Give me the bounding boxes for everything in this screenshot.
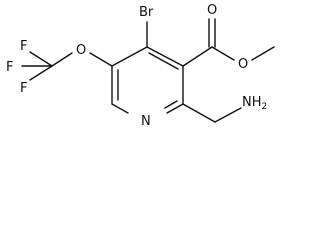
atom-label-amine: NH2 (242, 95, 267, 112)
atom-label-br: Br (139, 5, 154, 20)
bond-c5-o (89, 52, 113, 67)
bond-ring-n-c6 (111, 103, 129, 114)
bond-ring-c2-n (166, 103, 184, 114)
pyridine-ring (111, 46, 184, 114)
bond-ring-c4-c3-double (148, 52, 179, 70)
atom-label-n-ring: N (141, 114, 151, 129)
atom-label-f-left: F (6, 60, 13, 75)
atom-label-f-top: F (20, 39, 27, 54)
bond-c3-carbonyl (182, 46, 213, 67)
molecule-structure: N Br O O O F F F NH2 (6, 3, 275, 129)
atom-label-carbonyl-o: O (207, 3, 217, 18)
atom-label-f-bottom: F (20, 81, 27, 96)
bond-o-methyl (251, 46, 275, 61)
bond-ring-c5-c4 (111, 46, 148, 67)
bond-ring-c2-n-double (164, 100, 178, 109)
methyl-ester-group (182, 18, 275, 67)
aminomethyl-group (182, 103, 242, 123)
bond-c2-ch2 (182, 103, 216, 123)
bond-ch2-n (214, 107, 242, 123)
trifluoromethoxy-group (21, 51, 113, 81)
bond-c-f-top (29, 51, 53, 67)
amine-nh: NH (242, 95, 262, 110)
bond-ring-c4-c3 (146, 46, 184, 67)
bond-o-cf3 (51, 52, 73, 67)
atom-label-ester-o: O (238, 57, 248, 72)
amine-h-subscript: 2 (262, 102, 268, 112)
bond-c-f-bottom (29, 65, 53, 81)
atom-label-ether-o: O (76, 43, 86, 58)
bond-carbonyl-o-ester (211, 46, 235, 61)
